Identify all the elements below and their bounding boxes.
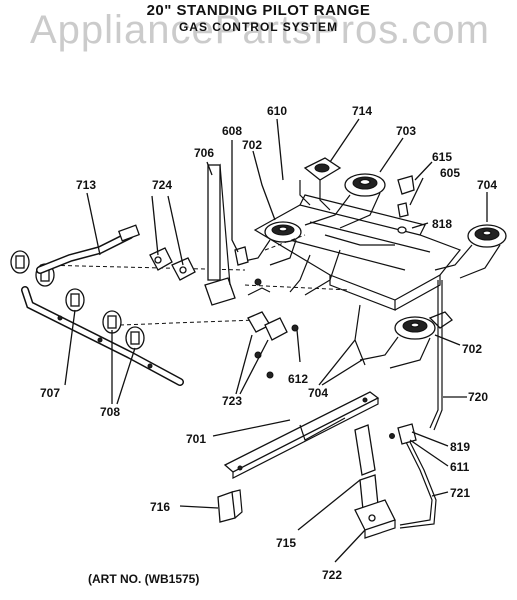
label-701: 701 [186,432,207,446]
label-704-front: 704 [308,386,329,400]
label-610: 610 [267,104,288,118]
label-611: 611 [450,460,470,474]
label-713: 713 [76,178,97,192]
art-number: (ART NO. (WB1575) [88,572,200,586]
pilot-714 [299,157,342,211]
knobs-708 [102,310,145,350]
watermark: AppliancePartsPros.com [30,8,490,52]
label-612: 612 [288,372,309,386]
burner-frame [253,194,461,311]
label-724: 724 [152,178,173,192]
bracket-615 [397,175,415,234]
valves-723 [247,311,299,379]
manifold-lower [21,286,184,386]
manifold-713 [36,224,141,274]
fitting-819 [389,423,417,445]
rail-701 [223,391,380,479]
label-708: 708 [100,405,121,419]
label-615: 615 [432,150,453,164]
control-706 [204,163,236,306]
leader-lines [64,118,488,563]
regulator-722 [354,499,396,539]
label-706: 706 [194,146,215,160]
label-723: 723 [222,394,243,408]
bracket-716 [217,489,243,523]
diagram-title: 20" STANDING PILOT RANGE [146,2,371,19]
label-721: 721 [450,486,471,500]
label-703: 703 [396,124,417,138]
burner-702-rear [239,221,302,266]
valves-724 [149,247,196,281]
gas-tubing [39,234,443,529]
label-704-right: 704 [477,178,498,192]
label-716: 716 [150,500,171,514]
label-605: 605 [440,166,461,180]
label-608: 608 [222,124,243,138]
label-714: 714 [352,104,373,118]
diagram-subtitle: GAS CONTROL SYSTEM [178,20,339,34]
label-702-rear: 702 [242,138,263,152]
part-608 [234,246,271,296]
burner-703 [304,173,386,229]
label-819: 819 [450,440,471,454]
label-818: 818 [432,217,453,231]
label-702-front: 702 [462,342,483,356]
regulator-715 [354,424,379,511]
burner-702-front [359,311,453,369]
label-715: 715 [276,536,297,550]
label-722: 722 [322,568,343,582]
label-720: 720 [468,390,489,404]
burner-704 [434,224,507,279]
label-707: 707 [40,386,61,400]
